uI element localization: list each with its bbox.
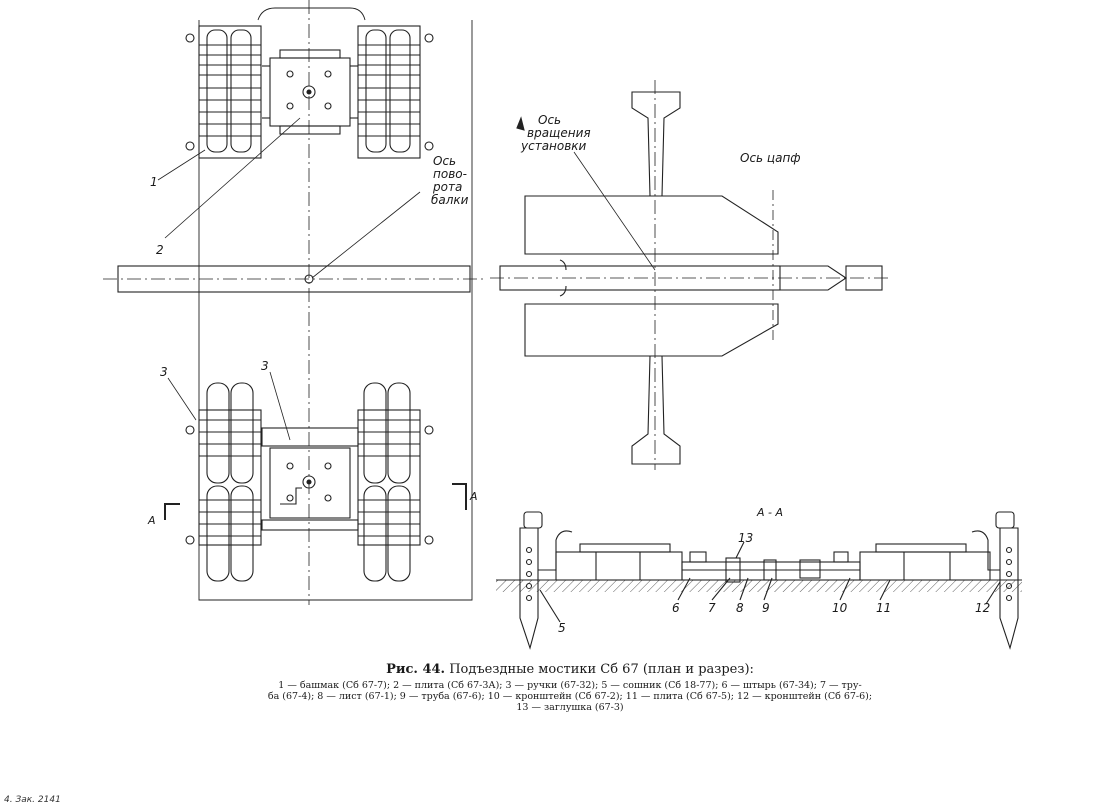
callout-9: 9 — [762, 601, 770, 615]
label-axis-beam-3: рота — [432, 180, 462, 194]
label-axis-rotation-2: вращения — [527, 126, 591, 140]
label-section-marker-right: А — [469, 490, 478, 503]
figure-labels: Ось вращения установки Ось цапф Ось пово… — [147, 113, 990, 635]
callout-12: 12 — [975, 601, 990, 615]
page-footer: 4. Зак. 2141 — [4, 795, 61, 805]
plan-view — [103, 0, 486, 605]
top-right-track — [357, 25, 434, 159]
label-axis-beam-2: пово- — [433, 167, 467, 181]
figure-caption: Рис. 44. Подъездные мостики Сб 67 (план … — [180, 662, 960, 713]
callout-10: 10 — [832, 601, 848, 615]
callout-5: 5 — [558, 621, 566, 635]
caption-legend-line-3: 13 — заглушка (67-3) — [516, 702, 624, 713]
callout-13: 13 — [738, 531, 753, 545]
label-axis-beam-4: балки — [431, 193, 469, 207]
callout-11: 11 — [876, 601, 891, 615]
caption-title-text: Подъездные мостики Сб 67 (план и разрез)… — [449, 662, 754, 677]
callout-3a: 3 — [160, 365, 168, 379]
callout-7: 7 — [708, 601, 716, 615]
label-axis-rotation-3: установки — [520, 139, 587, 153]
label-axis-beam-1: Ось — [433, 154, 456, 168]
bottom-center-plate — [261, 427, 359, 531]
callout-1: 1 — [150, 175, 158, 189]
callout-6: 6 — [672, 601, 680, 615]
label-section-marker-left: А — [147, 514, 156, 527]
label-section-title: А - А — [756, 506, 783, 519]
caption-prefix: Рис. 44. — [386, 662, 446, 677]
section-view — [496, 511, 1022, 650]
plan-beam — [103, 265, 486, 293]
top-left-track — [185, 25, 262, 159]
callout-3b: 3 — [261, 359, 269, 373]
bottom-left-track — [185, 382, 262, 582]
bottom-right-track — [357, 382, 434, 582]
label-axis-rotation-1: Ось — [538, 113, 561, 127]
caption-legend: 1 — башмак (Сб 67-7); 2 — плита (Сб 67-3… — [180, 680, 960, 713]
caption-legend-line-1: 1 — башмак (Сб 67-7); 2 — плита (Сб 67-3… — [278, 680, 862, 691]
caption-legend-line-2: ба (67-4); 8 — лист (67-1); 9 — труба (6… — [267, 691, 873, 702]
callout-2: 2 — [156, 243, 164, 257]
side-view — [490, 80, 892, 470]
callout-8: 8 — [736, 601, 744, 615]
caption-title: Рис. 44. Подъездные мостики Сб 67 (план … — [180, 662, 960, 677]
label-axis-trunnion: Ось цапф — [740, 151, 801, 165]
top-center-plate — [262, 49, 358, 135]
